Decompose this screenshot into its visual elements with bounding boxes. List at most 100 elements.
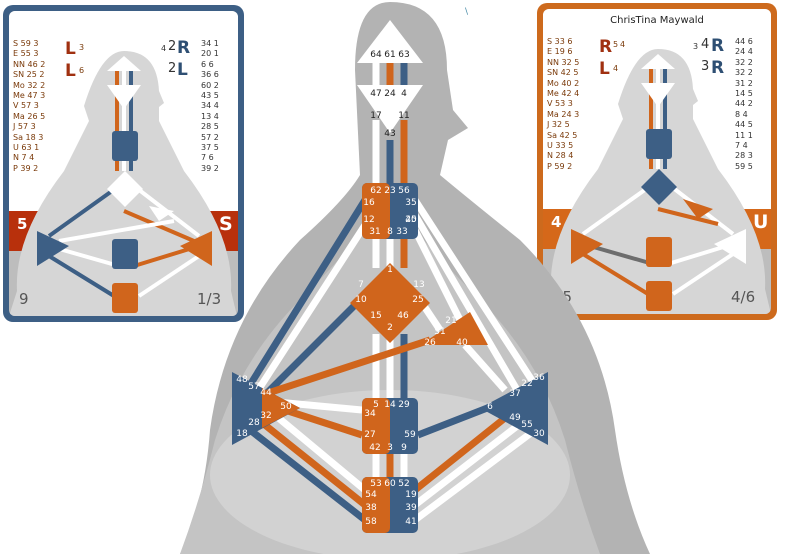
right-band-right-label: U	[753, 211, 769, 233]
left-personality-row: NN 46 2	[13, 59, 46, 69]
gate-19: 19	[405, 490, 417, 500]
right-personality-row: J 32 5	[547, 120, 570, 130]
gate-17: 17	[370, 111, 381, 121]
right-design-row: 28 3	[735, 151, 753, 161]
left-design-row: 57 2	[201, 132, 219, 142]
right-design-row: 44 5	[735, 120, 753, 130]
gate-10: 10	[355, 295, 367, 305]
left-personality-row: Me 47 3	[13, 91, 46, 101]
left-personality-row: S 59 3	[13, 39, 39, 48]
gate-59: 59	[404, 430, 416, 440]
g-center	[350, 263, 430, 343]
channel-55-39	[412, 417, 528, 508]
right-design-arrow-bottom-num: 3	[701, 59, 710, 74]
right-personality-row: Me 42 4	[547, 89, 580, 99]
right-design-row: 32 2	[735, 57, 753, 67]
left-personality-row: Ma 26 5	[13, 111, 46, 121]
tick-mark: \	[465, 7, 469, 17]
left-design-row: 6 6	[201, 59, 214, 69]
channel-27-50	[283, 406, 364, 439]
channel-10-20	[252, 297, 363, 408]
right-personality-row: Sa 42 5	[547, 130, 578, 140]
left-personality-row: Sa 18 3	[13, 132, 44, 142]
right-design-row: 8 4	[735, 109, 748, 119]
left-personality-row: P 39 2	[13, 163, 39, 173]
left-personality-row: Mo 32 2	[13, 80, 46, 90]
right-design-row: 24 4	[735, 47, 753, 57]
channel-28-38	[262, 422, 368, 508]
gate-46: 46	[397, 311, 409, 321]
right-personality-arrow-bottom-num: 4	[613, 64, 619, 73]
gate-3: 3	[387, 443, 393, 453]
right-bodygraph-card: ChrisTina Maywald	[537, 3, 777, 320]
right-personality-row: NN 32 5	[547, 57, 580, 67]
gate-7: 7	[358, 280, 364, 290]
gate-45: 45	[405, 215, 416, 225]
gate-31: 31	[369, 227, 380, 237]
right-personality-row: SN 42 5	[547, 68, 579, 78]
left-design-row: 28 5	[201, 122, 219, 132]
gate-48: 48	[236, 375, 248, 385]
right-personality-row: Ma 24 3	[547, 109, 580, 119]
channel-32-54	[272, 412, 368, 493]
right-personality-row: P 59 2	[547, 161, 573, 171]
gate-28: 28	[248, 418, 260, 428]
gate-11: 11	[398, 111, 409, 121]
left-design-arrow-top-num: 4	[161, 44, 167, 53]
right-design-arrow-bottom: R	[711, 58, 725, 78]
gate-60: 60	[384, 479, 396, 489]
gate-35: 35	[405, 198, 416, 208]
right-design-row: 31 2	[735, 78, 753, 88]
left-mini-bodygraph	[9, 51, 237, 316]
gate-36: 36	[533, 373, 545, 383]
channel-49-19	[412, 407, 518, 493]
left-personality-arrow-bottom: L	[65, 61, 76, 81]
left-personality-row: SN 25 2	[13, 70, 45, 80]
chart-owner-name: ChrisTina Maywald	[610, 15, 704, 26]
gate-56: 56	[398, 186, 410, 196]
gate-13: 13	[413, 280, 424, 290]
gate-20: 20	[405, 215, 417, 225]
gate-58: 58	[365, 517, 377, 527]
left-design-row: 34 4	[201, 101, 219, 111]
solar-plexus-center	[480, 372, 548, 445]
gate-15: 15	[370, 311, 381, 321]
gate-6: 6	[487, 402, 493, 412]
channel-35-36	[412, 198, 538, 387]
gate-40: 40	[456, 338, 468, 348]
gate-34: 34	[364, 409, 376, 419]
gate-24: 24	[384, 89, 396, 99]
right-design-row: 44 6	[735, 37, 753, 46]
gate-55: 55	[521, 420, 532, 430]
left-design-arrow-bottom-num: 2	[168, 61, 177, 76]
left-personality-row: E 55 3	[13, 49, 39, 59]
right-personality-arrow-bottom: L	[599, 59, 610, 79]
channel-12-22	[411, 213, 524, 397]
gate-38: 38	[365, 503, 377, 513]
right-design-arrow-top-num: 3	[693, 42, 699, 51]
channel-30-41	[412, 427, 538, 523]
right-band-left-label: 4	[551, 213, 562, 231]
gate-41: 41	[405, 517, 416, 527]
channel-20-57	[252, 223, 368, 397]
gate-52: 52	[398, 479, 409, 489]
channel-26-44	[260, 336, 432, 399]
gate-27: 27	[364, 430, 375, 440]
channel-16-48	[247, 198, 368, 387]
right-design-arrow-top-num2: 4	[701, 37, 710, 52]
gate-57: 57	[248, 382, 259, 392]
gate-47: 47	[370, 89, 381, 99]
left-design-row: 39 2	[201, 163, 219, 173]
head-center	[357, 20, 423, 63]
right-design-row: 14 5	[735, 89, 753, 99]
gate-29: 29	[398, 400, 410, 410]
right-design-row: 44 2	[735, 99, 753, 109]
left-design-row: 37 5	[201, 143, 219, 153]
left-personality-arrow-top: L	[65, 39, 76, 59]
left-profile: 1/3	[197, 290, 222, 308]
gate-22: 22	[521, 379, 532, 389]
gate-39: 39	[405, 503, 417, 513]
